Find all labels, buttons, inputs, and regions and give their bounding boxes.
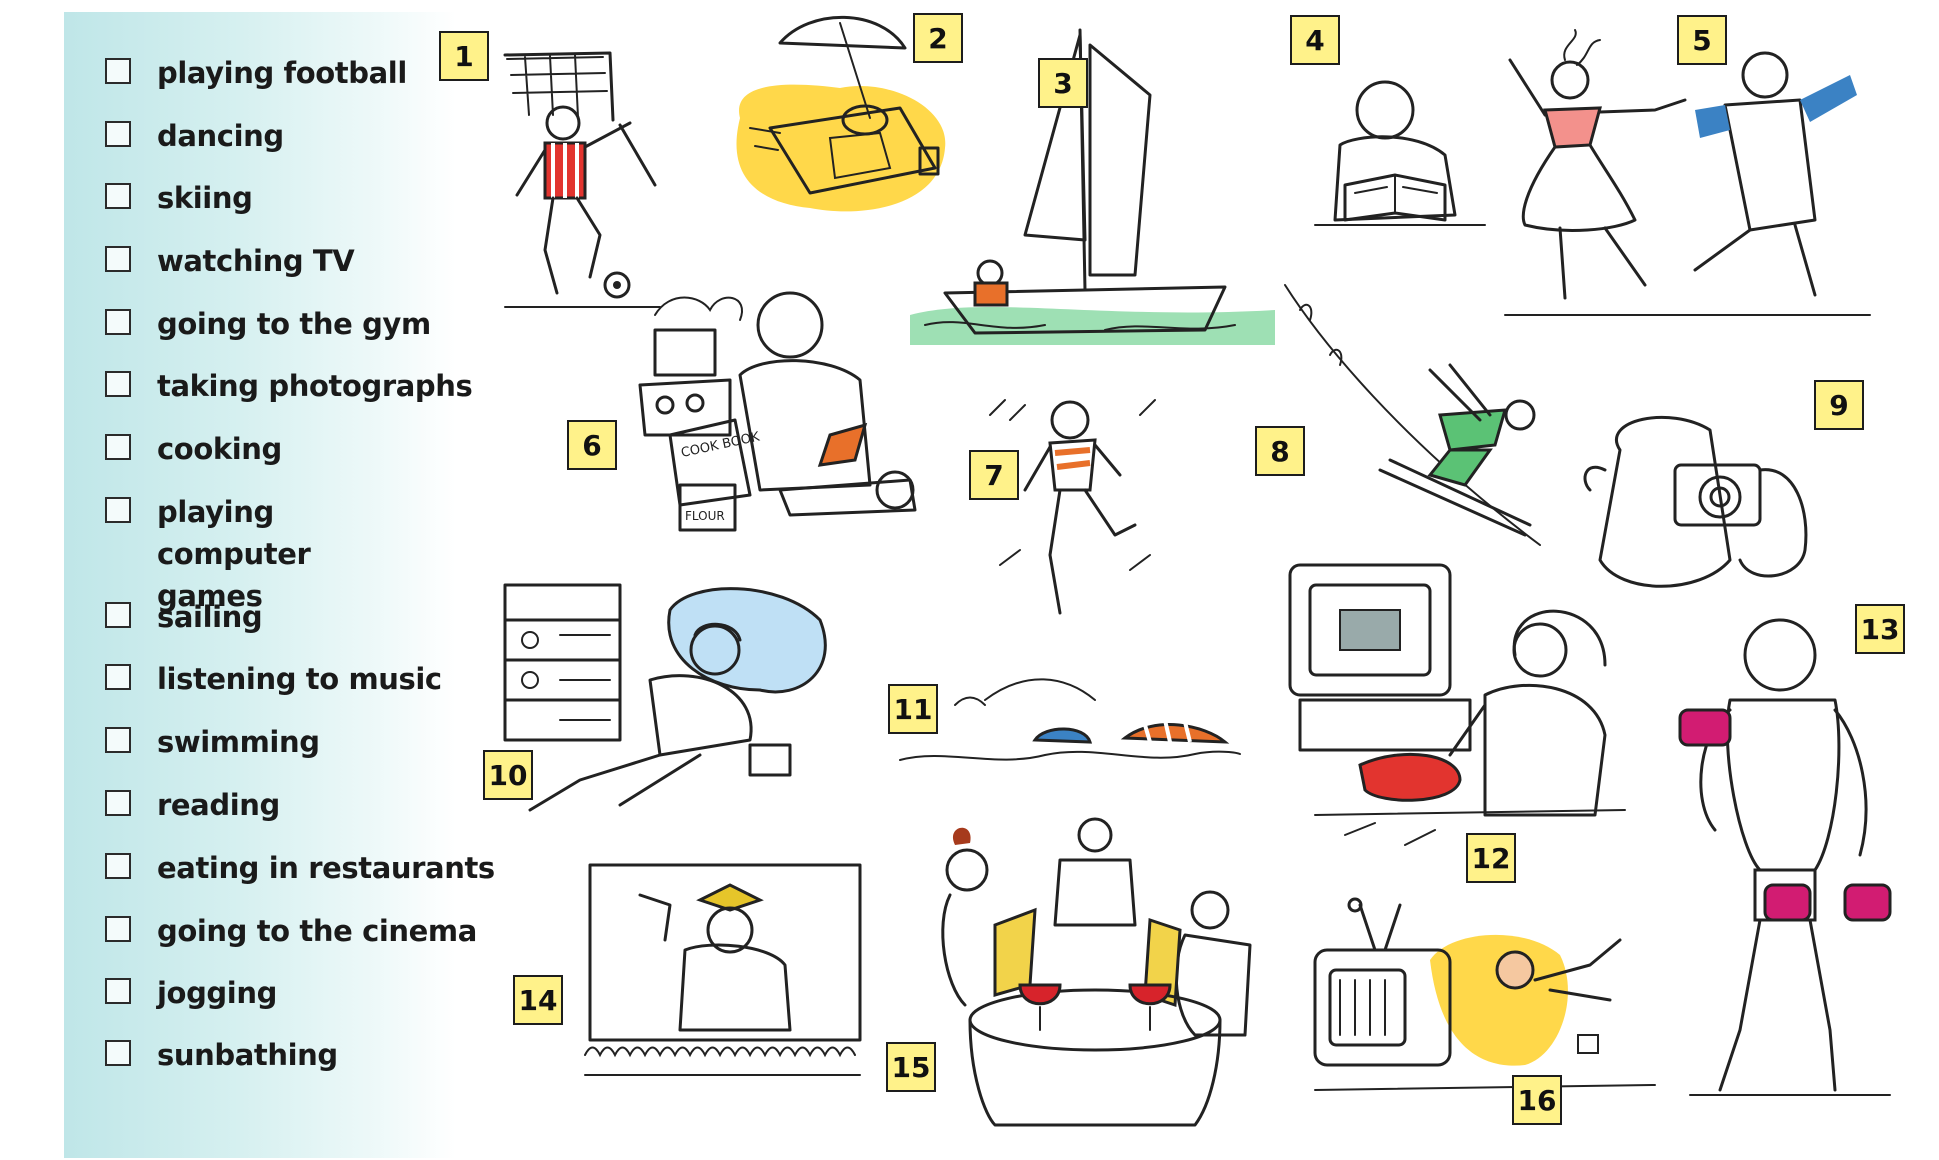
picture-number-12: 12 (1466, 833, 1516, 883)
checkbox[interactable] (105, 58, 131, 84)
picture-number-14: 14 (513, 975, 563, 1025)
checklist-item[interactable]: skiing (105, 177, 253, 219)
picture-number-16: 16 (1512, 1075, 1562, 1125)
dancing-couple-illustration (1504, 29, 1871, 316)
checkbox[interactable] (105, 602, 131, 628)
computer-game-illustration (1288, 563, 1626, 846)
checkbox[interactable] (105, 434, 131, 460)
checklist-item[interactable]: playing football (105, 52, 407, 94)
checklist-label: reading (157, 788, 280, 822)
checkbox[interactable] (105, 309, 131, 335)
picture-number-9: 9 (1814, 380, 1864, 430)
picture-number-13: 13 (1855, 604, 1905, 654)
checklist-label: listening to music (157, 662, 442, 696)
checklist-label: taking photographs (157, 369, 473, 403)
checklist-item[interactable]: watching TV (105, 240, 355, 282)
sunbathing-beach-illustration (736, 15, 946, 212)
sailing-boat-illustration (910, 28, 1275, 345)
checkbox[interactable] (105, 246, 131, 272)
checkbox[interactable] (105, 497, 131, 523)
picture-number-15: 15 (886, 1042, 936, 1092)
football-player-illustration (503, 51, 661, 308)
checklist-item[interactable]: jogging (105, 972, 277, 1014)
picture-number-11: 11 (888, 684, 938, 734)
checklist-item[interactable]: reading (105, 784, 280, 826)
checklist-label: cooking (157, 432, 282, 466)
checklist-item[interactable]: sailing (105, 596, 263, 638)
photographer-illustration (1583, 415, 1808, 588)
checklist-item[interactable]: listening to music (105, 658, 442, 700)
checklist-label: sailing (157, 600, 263, 634)
cinema-screen-illustration (584, 863, 862, 1076)
checklist-label: eating in restaurants (157, 851, 495, 885)
checklist-item[interactable]: going to the cinema (105, 910, 477, 952)
checklist-label: going to the cinema (157, 914, 477, 948)
checklist-item[interactable]: going to the gym (105, 303, 431, 345)
picture-number-3: 3 (1038, 58, 1088, 108)
checklist-label: sunbathing (157, 1038, 338, 1072)
checkbox[interactable] (105, 790, 131, 816)
cooking-illustration: COOK BOOK FLOUR (638, 291, 917, 532)
checkbox[interactable] (105, 1040, 131, 1066)
checklist-label: playing football (157, 56, 407, 90)
swimming-illustration (899, 678, 1241, 761)
restaurant-illustration (941, 817, 1252, 1127)
reading-person-illustration (1314, 80, 1486, 226)
listening-music-illustration (503, 583, 827, 812)
picture-number-4: 4 (1290, 15, 1340, 65)
picture-number-8: 8 (1255, 426, 1305, 476)
gym-weightlifter-illustration (1678, 618, 1892, 1096)
picture-number-5: 5 (1677, 15, 1727, 65)
checkbox[interactable] (105, 978, 131, 1004)
checkbox[interactable] (105, 121, 131, 147)
checkbox[interactable] (105, 916, 131, 942)
checklist-label: going to the gym (157, 307, 431, 341)
checklist-label: swimming (157, 725, 320, 759)
checkbox[interactable] (105, 183, 131, 209)
checklist-label: skiing (157, 181, 253, 215)
checklist-item[interactable]: dancing (105, 115, 284, 157)
checkbox[interactable] (105, 853, 131, 879)
watching-tv-illustration (1313, 897, 1656, 1091)
checklist-item[interactable]: playing computer games (105, 491, 417, 617)
checklist-item[interactable]: taking photographs (105, 365, 473, 407)
picture-number-1: 1 (439, 31, 489, 81)
checklist-label: dancing (157, 119, 284, 153)
checklist-label: jogging (157, 976, 277, 1010)
checkbox[interactable] (105, 727, 131, 753)
checkbox[interactable] (105, 664, 131, 690)
checklist-item[interactable]: swimming (105, 721, 320, 763)
checklist-label: playing computer games (157, 495, 311, 613)
checkbox[interactable] (105, 371, 131, 397)
picture-number-10: 10 (483, 750, 533, 800)
picture-number-6: 6 (567, 420, 617, 470)
checklist-item[interactable]: cooking (105, 428, 282, 470)
checklist-item[interactable]: sunbathing (105, 1034, 338, 1076)
picture-number-7: 7 (969, 450, 1019, 500)
skiing-illustration (1284, 284, 1541, 546)
checklist-item[interactable]: eating in restaurants (105, 847, 495, 889)
checklist-label: watching TV (157, 244, 355, 278)
jogging-runner-illustration (989, 399, 1156, 615)
picture-number-2: 2 (913, 13, 963, 63)
flour-label: FLOUR (685, 509, 725, 523)
